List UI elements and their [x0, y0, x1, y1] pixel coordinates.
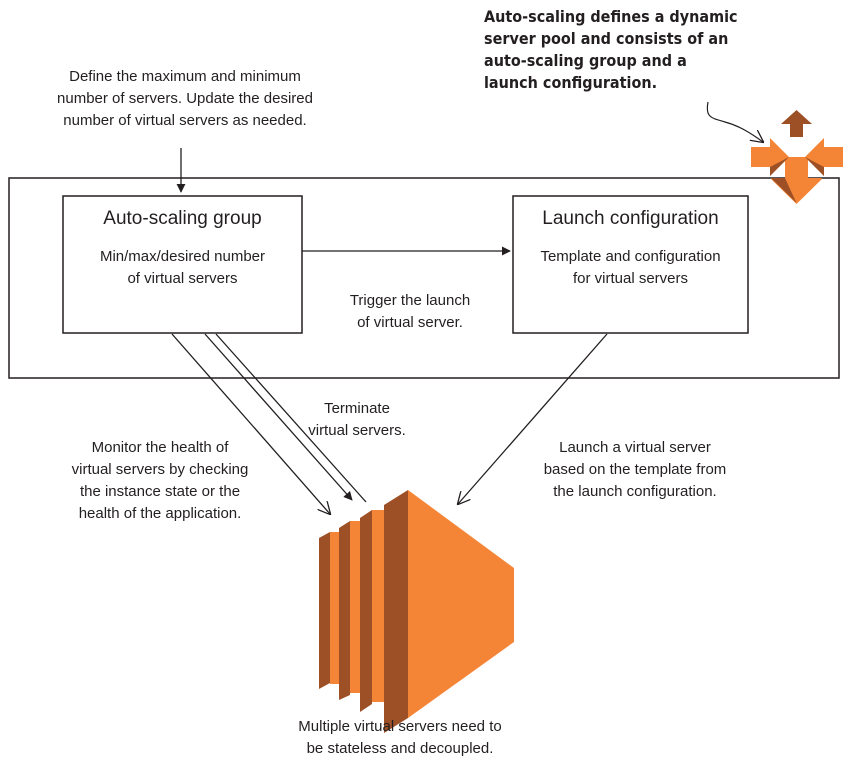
- define-servers-annotation: Define the maximum and minimum number of…: [57, 68, 313, 129]
- auto-scaling-pool-frame: [8, 177, 840, 379]
- arrow-callout: [706, 101, 763, 142]
- arrow-terminate-2: [215, 333, 367, 503]
- trigger-launch-annotation: Trigger the launch of virtual server.: [349, 292, 471, 331]
- monitor-health-annotation: Monitor the health of virtual servers by…: [71, 439, 249, 522]
- auto-scaling-group-box: [62, 195, 303, 334]
- virtual-servers-stack-icon: [319, 490, 514, 733]
- auto-scaling-group-title: Auto-scaling group: [103, 208, 262, 229]
- auto-scaling-group-subtitle: Min/max/desired number of virtual server…: [99, 248, 266, 287]
- arrow-terminate-1: [204, 333, 353, 501]
- stateless-annotation: Multiple virtual servers need to be stat…: [298, 718, 502, 757]
- launch-configuration-subtitle: Template and configuration for virtual s…: [540, 248, 721, 287]
- arrow-launch-server: [458, 333, 608, 504]
- arrow-monitor-health: [171, 333, 330, 514]
- auto-scaling-arrows-icon: [751, 110, 843, 204]
- auto-scaling-callout: Auto-scaling defines a dynamic server po…: [484, 7, 738, 92]
- launch-server-annotation: Launch a virtual server based on the tem…: [543, 439, 727, 500]
- launch-configuration-box: [512, 195, 749, 334]
- launch-configuration-title: Launch configuration: [542, 208, 719, 229]
- terminate-annotation: Terminate virtual servers.: [308, 400, 406, 439]
